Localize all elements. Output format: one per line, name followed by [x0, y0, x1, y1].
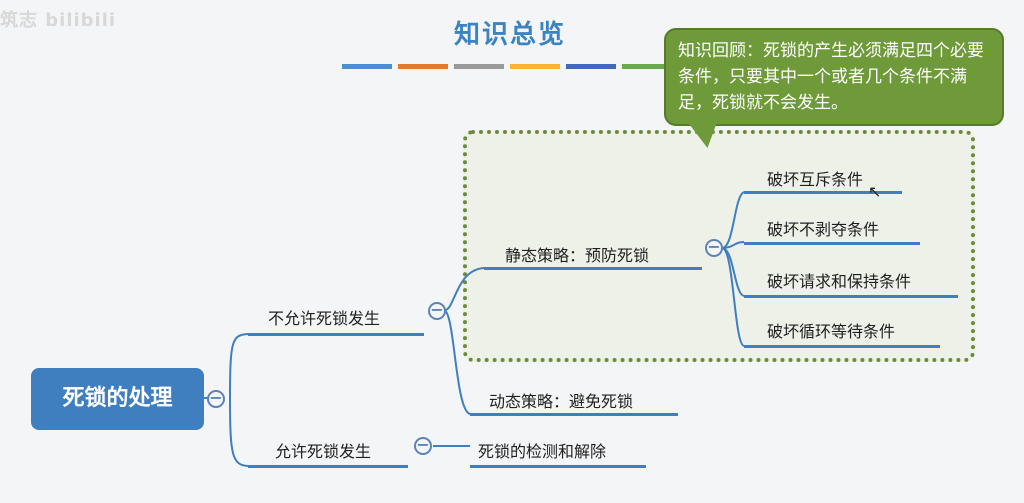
review-callout: 知识回顾：死锁的产生必须满足四个必要条件，只要其中一个或者几个条件不满足，死锁就…: [664, 28, 1004, 126]
title-bar-3: [454, 64, 504, 69]
dynamic-strategy-underline: [470, 413, 678, 416]
static-strategy-underline: [484, 267, 702, 270]
branch-allow-collapse-icon[interactable]: −: [414, 437, 432, 455]
dynamic-strategy-node[interactable]: 动态策略：避免死锁: [489, 392, 634, 411]
branch-allow[interactable]: 允许死锁发生: [275, 442, 372, 461]
title-bar-4: [510, 64, 560, 69]
static-child-3[interactable]: 破坏请求和保持条件: [767, 272, 912, 291]
branch-not-allow[interactable]: 不允许死锁发生: [268, 309, 381, 328]
branch-allow-underline: [248, 465, 408, 468]
static-child-2-underline: [744, 242, 920, 245]
detect-recover-node[interactable]: 死锁的检测和解除: [478, 442, 607, 461]
detect-recover-underline: [470, 465, 646, 468]
title-bar-2: [398, 64, 448, 69]
page-title: 知识总览: [453, 20, 566, 50]
root-collapse-icon[interactable]: −: [207, 390, 225, 408]
static-child-1-underline: [744, 191, 902, 194]
static-strategy-node[interactable]: 静态策略：预防死锁: [505, 246, 650, 265]
title-bar-6: [622, 64, 672, 69]
static-child-1[interactable]: 破坏互斥条件: [767, 170, 864, 189]
static-child-2[interactable]: 破坏不剥夺条件: [767, 220, 880, 239]
static-child-4[interactable]: 破坏循环等待条件: [767, 322, 896, 341]
static-child-4-underline: [744, 345, 940, 348]
title-bar-5: [566, 64, 616, 69]
watermark: 筑志 bilibili: [0, 10, 117, 31]
branch-not-allow-collapse-icon[interactable]: −: [428, 302, 446, 320]
branch-not-allow-underline: [248, 333, 424, 336]
title-bar-1: [342, 64, 392, 69]
static-strategy-collapse-icon[interactable]: −: [705, 239, 723, 257]
mouse-cursor-icon: ↖: [868, 182, 882, 201]
static-child-3-underline: [744, 295, 958, 298]
root-node[interactable]: 死锁的处理: [31, 368, 204, 430]
